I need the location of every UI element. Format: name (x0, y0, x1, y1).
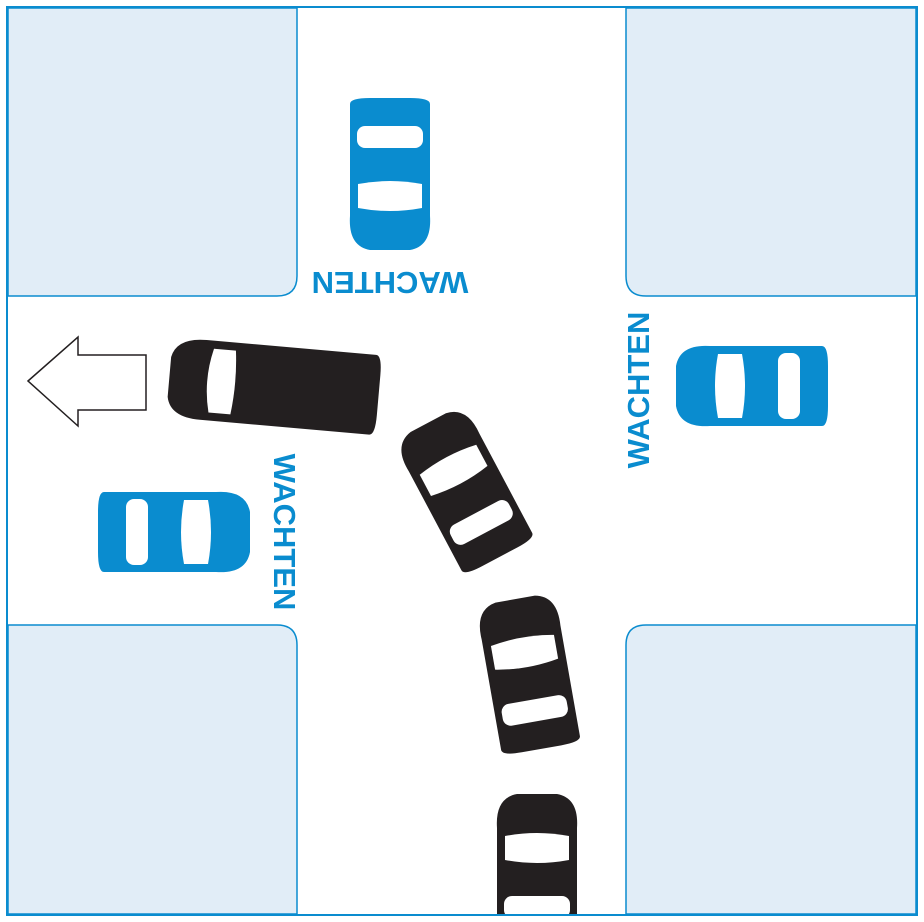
wachten-label-top: WACHTEN (312, 265, 469, 300)
wachten-label-left: WACHTEN (267, 454, 302, 611)
sidewalk-top-right (625, 7, 917, 297)
sidewalk-top-left (7, 7, 298, 297)
waiting-car-top (349, 98, 431, 250)
turning-car-3 (496, 794, 578, 922)
wachten-label-right: WACHTEN (621, 312, 656, 469)
sidewalk-bottom-left (7, 624, 298, 915)
waiting-car-left (98, 491, 250, 573)
arrow-left-icon (26, 335, 147, 428)
sidewalk-bottom-right (625, 624, 917, 915)
waiting-car-right (676, 345, 828, 427)
